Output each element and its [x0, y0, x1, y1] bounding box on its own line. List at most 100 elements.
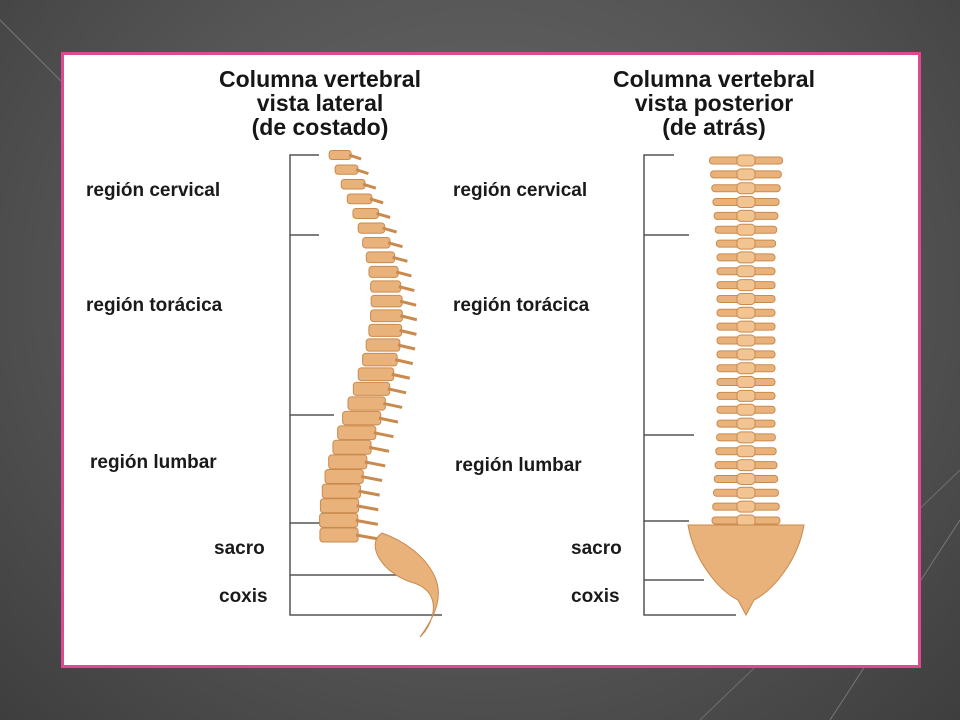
lateral-spinous-process	[360, 475, 383, 483]
lateral-label-sacro: sacro	[214, 538, 265, 559]
posterior-sacrum	[687, 524, 805, 617]
posterior-vertebra	[716, 362, 776, 375]
posterior-title-line3: (de atrás)	[662, 114, 766, 140]
lateral-spinous-process	[399, 328, 417, 336]
lateral-spinous-process	[399, 299, 417, 307]
posterior-vertebra	[716, 265, 776, 278]
posterior-vertebra	[712, 196, 780, 209]
lateral-vertebra	[337, 425, 377, 441]
lateral-vertebra	[319, 498, 360, 514]
lateral-vertebra	[368, 265, 399, 278]
lateral-vertebra	[321, 483, 361, 499]
lateral-vertebra	[365, 338, 401, 352]
spine-diagram	[289, 150, 805, 638]
lateral-vertebra	[340, 178, 366, 190]
lateral-spinous-process	[400, 314, 418, 322]
lateral-label-toracica: región torácica	[86, 295, 223, 316]
posterior-bracket-coxis	[643, 580, 736, 616]
lateral-vertebra	[346, 193, 373, 205]
lateral-vertebra	[352, 381, 391, 396]
posterior-bracket-lumbar	[643, 435, 689, 522]
posterior-vertebra	[716, 417, 776, 430]
posterior-vertebra	[715, 237, 777, 250]
posterior-title: Columna vertebral vista posterior (de at…	[544, 67, 884, 139]
lateral-spinous-process	[392, 255, 408, 263]
posterior-vertebra	[716, 251, 776, 264]
lateral-spinous-process	[356, 504, 379, 512]
lateral-title: Columna vertebral vista lateral (de cost…	[160, 67, 480, 139]
lateral-spinous-process	[394, 358, 414, 366]
lateral-vertebra	[370, 294, 403, 308]
lateral-title-line2: vista lateral	[256, 90, 384, 116]
lateral-vertebra	[332, 439, 372, 455]
posterior-vertebra	[713, 486, 779, 499]
posterior-vertebra	[711, 514, 781, 527]
lateral-spinous-process	[355, 518, 379, 526]
lateral-spinous-process	[391, 372, 411, 380]
lateral-vertebra	[357, 367, 395, 382]
posterior-vertebra	[713, 472, 779, 485]
lateral-spinous-process	[364, 460, 386, 468]
posterior-brackets	[643, 154, 736, 616]
lateral-vertebra	[362, 352, 398, 367]
posterior-bracket-cervical	[643, 154, 689, 236]
posterior-label-sacro: sacro	[571, 538, 622, 559]
lateral-spinous-process	[397, 343, 416, 351]
lateral-sacrum	[374, 532, 439, 638]
lateral-vertebra	[319, 512, 359, 528]
lateral-spinous-process	[373, 431, 394, 439]
lateral-vertebra	[368, 323, 403, 337]
posterior-label-coxis: coxis	[571, 586, 620, 607]
lateral-vertebra	[319, 527, 359, 543]
posterior-vertebra	[716, 306, 776, 319]
lateral-label-coxis: coxis	[219, 586, 268, 607]
lateral-spinous-process	[369, 197, 384, 205]
posterior-vertebra	[710, 168, 782, 181]
lateral-vertebra	[365, 251, 396, 264]
posterior-vertebra	[716, 348, 776, 361]
lateral-vertebra	[370, 309, 403, 323]
lateral-title-line3: (de costado)	[251, 114, 389, 140]
lateral-vertebra	[370, 280, 402, 293]
lateral-spinous-process	[382, 226, 398, 234]
lateral-spinous-process	[362, 182, 377, 190]
posterior-vertebra	[714, 459, 778, 472]
posterior-spine	[687, 154, 805, 617]
lateral-spinous-process	[395, 270, 412, 278]
posterior-label-lumbar: región lumbar	[455, 455, 582, 476]
posterior-vertebra	[712, 500, 780, 513]
posterior-label-toracica: región torácica	[453, 295, 590, 316]
lateral-vertebra	[324, 469, 364, 485]
posterior-label-cervical: región cervical	[453, 180, 588, 201]
posterior-vertebra	[716, 334, 776, 347]
lateral-spinous-process	[387, 241, 403, 249]
lateral-title-line1: Columna vertebral	[219, 66, 421, 92]
posterior-vertebra	[716, 431, 776, 444]
lateral-vertebra	[328, 454, 368, 470]
posterior-vertebra	[714, 223, 778, 236]
lateral-brackets	[289, 154, 442, 616]
lateral-spinous-process	[358, 489, 380, 497]
lateral-spinous-process	[387, 387, 407, 395]
posterior-vertebra	[716, 403, 776, 416]
lateral-vertebra	[342, 410, 382, 426]
lateral-vertebra	[328, 150, 352, 160]
lateral-spinous-process	[355, 168, 369, 176]
posterior-vertebra	[716, 389, 776, 402]
lateral-vertebra	[362, 236, 391, 249]
lateral-vertebra	[334, 164, 359, 175]
lateral-spinous-process	[398, 285, 415, 292]
posterior-vertebra	[716, 320, 776, 333]
lateral-spinous-process	[348, 153, 362, 161]
posterior-vertebra	[711, 182, 781, 195]
lateral-spinous-process	[355, 533, 379, 541]
posterior-vertebra	[713, 209, 779, 222]
posterior-title-line2: vista posterior	[634, 90, 794, 116]
posterior-vertebra	[716, 279, 776, 292]
posterior-vertebra	[716, 292, 776, 305]
posterior-title-line1: Columna vertebral	[613, 66, 815, 92]
lateral-spinous-process	[383, 401, 403, 409]
posterior-vertebra	[716, 376, 776, 389]
lateral-bracket-coxis	[289, 575, 442, 616]
lateral-label-lumbar: región lumbar	[90, 452, 217, 473]
